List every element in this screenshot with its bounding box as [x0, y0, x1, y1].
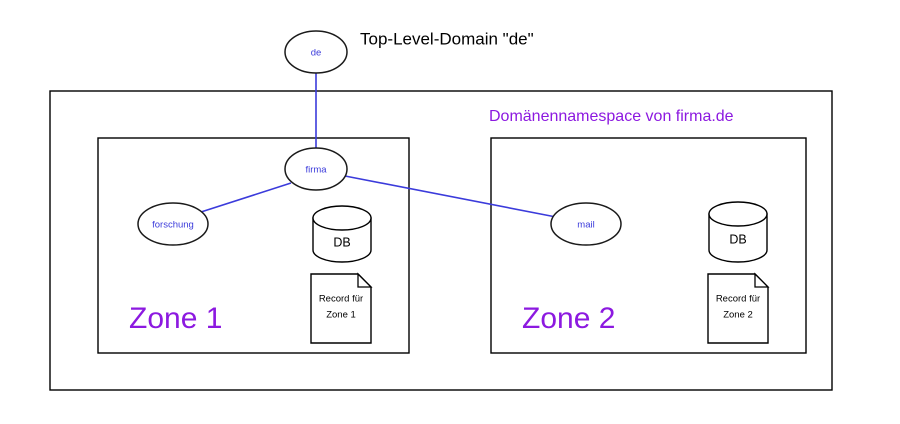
node-mail-label: mail [577, 220, 594, 231]
node-forschung[interactable]: forschung [137, 202, 209, 246]
node-firma[interactable]: firma [284, 147, 348, 191]
link-firma-to-forschung [200, 182, 292, 213]
record-note-zone-1[interactable]: Record für Zone 1 [310, 272, 373, 344]
record-note-zone-2-line2: Zone 2 [723, 310, 753, 321]
node-firma-label: firma [305, 165, 327, 176]
node-de-label: de [311, 48, 322, 59]
record-note-zone-2-line1: Record für [716, 294, 760, 305]
database-zone-1[interactable]: DB [312, 205, 372, 263]
database-zone-1-label: DB [333, 235, 350, 249]
record-note-zone-2[interactable]: Record für Zone 2 [707, 272, 770, 344]
node-forschung-label: forschung [152, 220, 194, 231]
record-note-zone-1-line1: Record für [319, 294, 363, 305]
zone-2-label: Zone 2 [522, 302, 615, 335]
database-zone-2-label: DB [729, 232, 746, 246]
link-firma-to-mail [344, 175, 557, 218]
database-zone-2[interactable]: DB [708, 201, 768, 263]
top-level-domain-title: Top-Level-Domain "de" [360, 29, 534, 48]
domain-namespace-title: Domänennamespace von firma.de [489, 108, 734, 125]
zone-1-label: Zone 1 [129, 302, 222, 335]
node-mail[interactable]: mail [550, 202, 622, 246]
record-note-zone-1-line2: Zone 1 [326, 310, 356, 321]
node-de[interactable]: de [284, 30, 348, 74]
